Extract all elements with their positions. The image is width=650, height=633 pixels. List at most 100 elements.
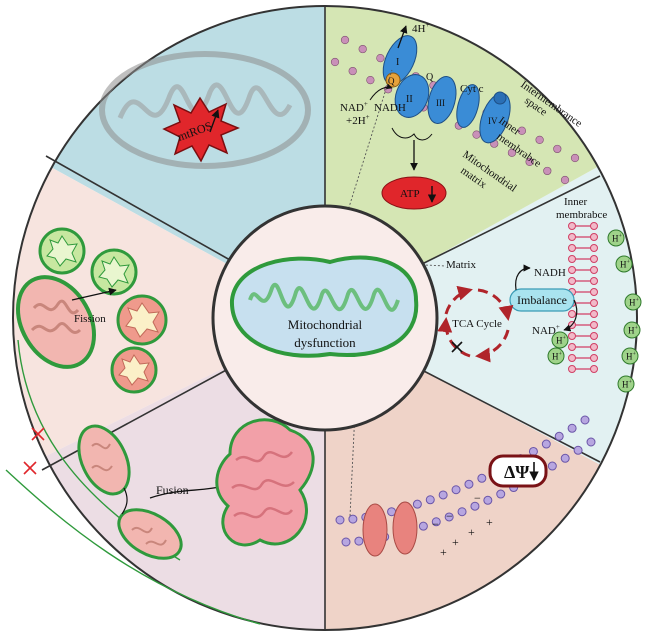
lipid-head — [573, 445, 583, 455]
proton-arrow — [397, 25, 408, 49]
svg-text:H+: H+ — [556, 336, 567, 346]
lipid-head — [590, 233, 598, 241]
complex-iv-label: IV — [488, 116, 498, 126]
svg-text:H+: H+ — [620, 260, 631, 270]
lipid-head — [451, 485, 461, 495]
q-label: Q — [388, 76, 395, 86]
lipid-head — [590, 222, 598, 230]
lipid-head — [590, 266, 598, 274]
svg-text:+: + — [486, 515, 493, 529]
fission-arrow — [71, 287, 117, 301]
lipid-head — [590, 354, 598, 362]
lipid-head — [567, 423, 577, 433]
lipid-head — [444, 512, 454, 522]
outer-ring — [12, 5, 638, 631]
nadh-arrow — [369, 83, 393, 101]
proton-circles: H+H+H+H+H+H+H+H+ — [547, 229, 642, 393]
lipid-head — [568, 365, 576, 373]
lipid-head — [570, 153, 580, 163]
tca-matrix-label: Matrix — [446, 259, 476, 271]
lipid-head — [412, 499, 422, 509]
lipid-head — [553, 144, 562, 154]
fusion-bracket — [121, 487, 128, 515]
lipid-head — [340, 35, 350, 45]
svg-text:+: + — [452, 535, 459, 549]
tca-cycle-label: TCA Cycle — [452, 318, 502, 330]
center-title-line2: dysfunction — [294, 335, 356, 350]
inner-membrane-ladder — [568, 222, 598, 373]
fusion-boundary-curve — [5, 469, 261, 625]
lipid-head — [590, 244, 598, 252]
lipid-head — [568, 310, 576, 318]
etc-bracket — [391, 127, 433, 141]
lipid-head — [568, 343, 576, 351]
lipid-head — [568, 332, 576, 340]
lipid-head — [464, 479, 474, 489]
proton-icon: H+ — [615, 255, 633, 273]
lipid-head — [541, 439, 551, 449]
svg-text:+: + — [440, 545, 447, 559]
lipid-head — [366, 76, 375, 85]
proton-icon: H+ — [621, 347, 639, 365]
fission-label: Fission — [74, 313, 106, 325]
lipid-head — [568, 266, 576, 274]
lipid-head — [348, 66, 357, 76]
proton-icon: H+ — [547, 347, 565, 365]
lipid-head — [590, 365, 598, 373]
lipid-head — [590, 277, 598, 285]
svg-text:H+: H+ — [612, 234, 623, 244]
complex-iii-shape — [427, 76, 457, 124]
fusion-label: Fusion — [156, 483, 189, 497]
tca-nad-label: NAD+ — [532, 323, 560, 337]
complex-ii-label: II — [406, 94, 413, 105]
lipid-head — [568, 222, 576, 230]
lipid-head — [586, 437, 596, 447]
lipid-head — [376, 54, 385, 63]
svg-text:H+: H+ — [628, 326, 639, 336]
svg-text:H+: H+ — [552, 352, 563, 362]
svg-text:+: + — [468, 525, 475, 539]
lipid-head — [590, 299, 598, 307]
proton-icon: H+ — [551, 331, 569, 349]
lipid-head — [457, 507, 467, 517]
protons-label: 4H+ — [412, 21, 429, 35]
ros-mitochondrion — [99, 51, 311, 169]
nadh-curve-arrow — [515, 264, 531, 291]
nadh-label: NADH — [374, 102, 406, 114]
lipid-head — [496, 489, 506, 499]
svg-text:−: − — [474, 491, 481, 505]
complex-iii-b-shape — [456, 84, 480, 128]
potential-charges: − − − + + + + — [432, 491, 493, 559]
lipid-head — [568, 244, 576, 252]
ros-burst-icon — [162, 96, 240, 163]
lipid-head — [525, 157, 534, 166]
svg-text:H+: H+ — [626, 352, 637, 362]
lipid-head — [354, 536, 364, 546]
tca-cycle — [437, 285, 514, 363]
proton-icon: H+ — [617, 375, 635, 393]
center-mitochondrion — [229, 255, 419, 358]
imbalance-label: Imbalance — [517, 293, 567, 307]
lipid-head — [560, 175, 570, 185]
lipid-head — [470, 501, 480, 511]
center-title-line1: Mitochondrial — [288, 317, 363, 332]
q-label-2: Q — [426, 72, 434, 83]
lipid-head — [438, 490, 448, 500]
tca-nadh-label: NADH — [534, 267, 566, 279]
svg-text:−: − — [446, 509, 453, 523]
fission-cross-icon — [31, 427, 45, 441]
lipid-head — [431, 517, 441, 527]
fission-small-mitos — [38, 227, 168, 394]
lipid-head — [568, 354, 576, 362]
lipid-head — [590, 255, 598, 263]
lipid-head — [590, 288, 598, 296]
fusion-parent-mitos — [77, 424, 183, 560]
lipid-head — [547, 461, 557, 471]
lipid-head — [517, 126, 527, 135]
lipid-head — [348, 514, 358, 524]
lipid-head — [472, 130, 481, 139]
proton-icon: H+ — [623, 321, 641, 339]
lipid-head — [341, 537, 351, 547]
lipid-head — [507, 148, 517, 157]
